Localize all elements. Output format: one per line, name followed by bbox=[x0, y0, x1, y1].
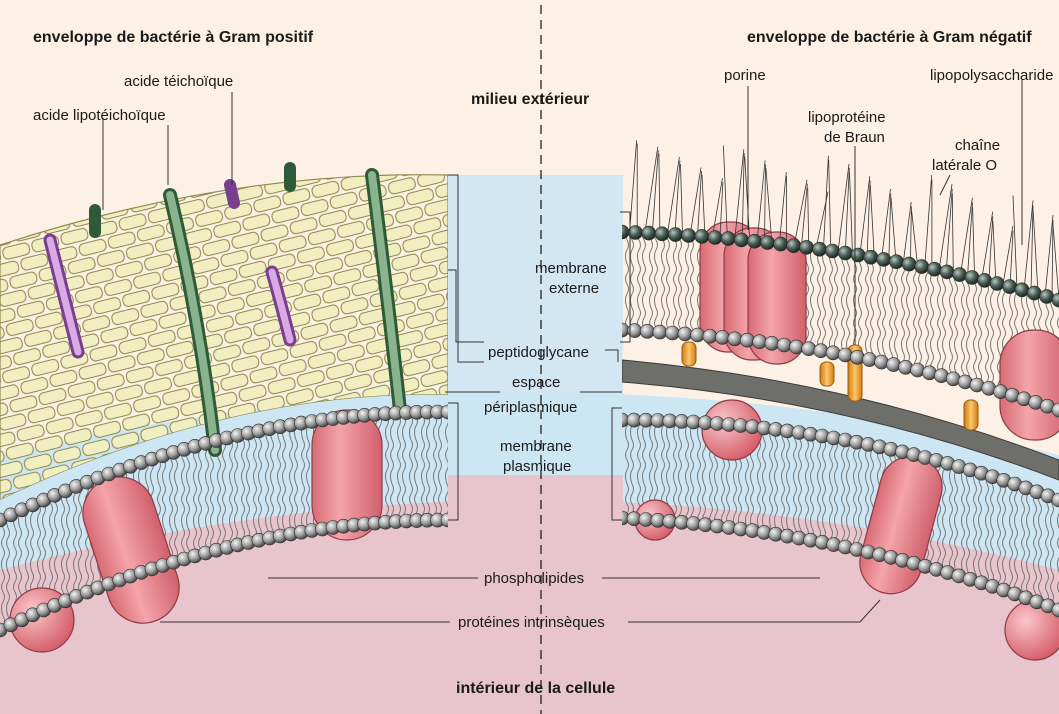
phospholipid-head bbox=[899, 360, 913, 374]
phospholipid-head bbox=[753, 335, 767, 349]
phospholipid-head bbox=[740, 333, 754, 347]
label-proteines-intrinseques: protéines intrinsèques bbox=[458, 614, 605, 631]
phospholipid-head bbox=[655, 227, 669, 241]
phospholipid-head bbox=[802, 342, 816, 356]
phospholipid-head bbox=[965, 271, 979, 285]
label-lipoproteine-1: lipoprotéine bbox=[808, 109, 886, 126]
phospholipid-head bbox=[787, 239, 801, 253]
phospholipid-head bbox=[927, 262, 941, 276]
phospholipid-head bbox=[665, 326, 679, 340]
label-membrane-externe-2: externe bbox=[549, 280, 599, 297]
label-membrane-plasmique-1: membrane bbox=[500, 438, 572, 455]
label-chaine-1: chaîne bbox=[955, 137, 1000, 154]
phospholipid-head bbox=[682, 229, 696, 243]
phospholipid-head bbox=[902, 257, 916, 271]
phospholipid-head bbox=[826, 346, 840, 360]
phospholipid-head bbox=[1027, 286, 1041, 300]
phospholipid-head bbox=[715, 330, 729, 344]
phospholipid-head bbox=[838, 246, 852, 260]
label-chaine-2: latérale O bbox=[932, 157, 997, 174]
phospholipid-head bbox=[774, 237, 788, 251]
phospholipid-head bbox=[875, 355, 889, 369]
label-acide-lipoteichoique: acide lipotéichoïque bbox=[33, 107, 166, 124]
phospholipid-head bbox=[978, 273, 992, 287]
label-porine: porine bbox=[724, 67, 766, 84]
phospholipid-head bbox=[653, 325, 667, 339]
label-lipoproteine-2: de Braun bbox=[824, 129, 885, 146]
phospholipid-head bbox=[877, 252, 891, 266]
phospholipid-head bbox=[668, 228, 682, 242]
label-phospholipides: phospholipides bbox=[484, 570, 584, 587]
phospholipid-head bbox=[851, 248, 865, 262]
phospholipid-head bbox=[800, 240, 814, 254]
title-gram-positive: enveloppe de bactérie à Gram positif bbox=[33, 29, 314, 46]
label-peptidoglycane: peptidoglycane bbox=[488, 344, 589, 361]
phospholipid-head bbox=[953, 268, 967, 282]
label-espace-1: espace bbox=[512, 374, 560, 391]
phospholipid-head bbox=[838, 348, 852, 362]
center-band bbox=[448, 175, 623, 475]
phospholipid-head bbox=[761, 236, 775, 250]
phospholipid-head bbox=[703, 329, 717, 343]
phospholipid-head bbox=[850, 350, 864, 364]
phospholipid-head bbox=[748, 234, 762, 248]
phospholipid-head bbox=[990, 277, 1004, 291]
phospholipid-head bbox=[691, 328, 705, 342]
phospholipid-head bbox=[915, 260, 929, 274]
phospholipid-head bbox=[642, 226, 656, 240]
phospholipid-head bbox=[863, 353, 877, 367]
label-lipopolysaccharide: lipopolysaccharide bbox=[930, 67, 1053, 84]
phospholipid-head bbox=[721, 232, 735, 246]
phospholipid-head bbox=[777, 338, 791, 352]
phospholipid-head bbox=[887, 358, 901, 372]
label-espace-2: périplasmique bbox=[484, 399, 577, 416]
phospholipid-head bbox=[814, 344, 828, 358]
phospholipid-head bbox=[1015, 283, 1029, 297]
label-membrane-externe-1: membrane bbox=[535, 260, 607, 277]
label-membrane-plasmique-2: plasmique bbox=[503, 458, 571, 475]
phospholipid-head bbox=[678, 327, 692, 341]
phospholipid-head bbox=[864, 250, 878, 264]
title-gram-negative: enveloppe de bactérie à Gram négatif bbox=[747, 29, 1032, 46]
phospholipid-head bbox=[813, 242, 827, 256]
phospholipid-head bbox=[911, 363, 925, 377]
phospholipid-head bbox=[1003, 280, 1017, 294]
phospholipid-head bbox=[708, 231, 722, 245]
phospholipid-head bbox=[889, 255, 903, 269]
phospholipid-head bbox=[728, 332, 742, 346]
label-acide-teichoique: acide téichoïque bbox=[124, 73, 233, 90]
phospholipid-head bbox=[640, 324, 654, 338]
phospholipid-head bbox=[790, 340, 804, 354]
phospholipid-head bbox=[825, 244, 839, 258]
braun-lipoprotein bbox=[682, 342, 696, 366]
exterior-label: milieu extérieur bbox=[471, 91, 589, 108]
phospholipid-head bbox=[734, 233, 748, 247]
phospholipid-head bbox=[940, 265, 954, 279]
phospholipid-head bbox=[1040, 290, 1054, 304]
phospholipid-head bbox=[765, 336, 779, 350]
interior-label: intérieur de la cellule bbox=[456, 680, 615, 697]
phospholipid-head bbox=[695, 229, 709, 243]
